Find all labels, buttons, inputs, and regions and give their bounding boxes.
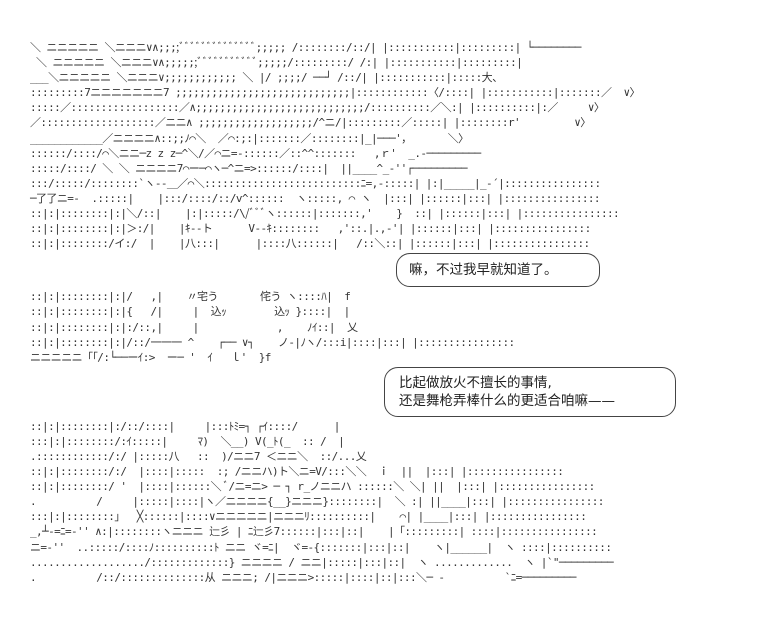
- art-line: ::|:|::::::::|:|＼/::| |:|:::::/\/ﾞﾞﾞヽ:::…: [30, 207, 620, 221]
- art-line: ニニニニニ「「/:└──ーｲ:> ー─ ' ｲ ｌ' }f: [30, 350, 271, 364]
- art-line: ::::::/::::/⌒＼ニニ─z z z─^＼/／⌒ニ=-::::::／::…: [30, 146, 481, 160]
- art-line: ::|:|::::::::|:|/ ,| 〃宅う 侘う ヽ::::ﾊ| f: [30, 290, 351, 304]
- art-line: . / |:::::|::::|ヽ／ニニニニ{__}ニニニ}::::::::| …: [30, 495, 604, 509]
- art-line: ::|:|::::::::|:|/::/一一一 ^ ┌── ∨┐ ノ-|ﾉヽ/:…: [30, 335, 515, 349]
- speech-bubble-1: 嘛，不过我早就知道了。: [396, 253, 600, 288]
- art-line: :::::／::::::::::::::::::／∧;;;;;;;;;;;;;;…: [30, 101, 605, 115]
- art-line: ::|:|::::::::/:/ |::::|::::: :; /ニニハ)ト＼ニ…: [30, 465, 564, 479]
- art-line: .................../:::::::::::::} ニニニニ …: [30, 555, 614, 569]
- art-line: ::|:|::::::::|:|:/::,| | , ﾉｲ::| 乂: [30, 320, 358, 334]
- art-line: :::|:|::::::::/:ｲ:::::| ﾏ) ＼__) V(_ﾄ(_ :…: [30, 434, 345, 448]
- art-line: _,┴-=ﾆ=-'' ∧:|::::::::ヽニニニ 辷彡 | ﾆ辷彡7::::…: [30, 525, 598, 539]
- ascii-art: ＼ ニニニニニ ＼ニニニ∨∧;;;;ﾞﾞﾞﾞﾞﾞﾞﾞﾞﾞﾞﾞﾞﾞ;;;;; /:…: [30, 40, 676, 585]
- art-line: ____________／ニニニニ∧::;;ﾉ⌒＼ ／⌒:;:|:::::::／…: [30, 131, 469, 145]
- art-line: ／:::::::::::::::::::／ニニ∧ ;;;;;;;;;;;;;;;…: [30, 116, 591, 130]
- art-line: ::|:|::::::::|:|{ /| | 込ｯ 込ｯ }::::| |: [30, 305, 350, 319]
- art-line: .::::::::::::/:/ |:::::八 :: )/ニニ7 ＜ニニ＼ :…: [30, 449, 367, 463]
- speech-text: 嘛，不过我早就知道了。: [409, 262, 558, 279]
- art-line: ::|:|::::::::/イ:/ | |八:::| |::::八::::::|…: [30, 237, 590, 251]
- art-line: ＼ ニニニニニ ＼ニニニ∨∧;;;;;;ﾞﾞﾞﾞﾞﾞﾞﾞﾞﾞﾞ;;;;;/:::…: [30, 56, 523, 70]
- art-line: ::|:|::::::::/ ' |::::|::::::＼ ﾞ/ニ=ニ> ─ …: [30, 480, 595, 494]
- speech-text: 比起做放火不擅长的事情, 还是舞枪弄棒什么的更适合咱嘛——: [399, 374, 661, 410]
- speech-line: 比起做放火不擅长的事情,: [399, 374, 552, 391]
- art-line: . /::/::::::::::::::从 ニニニ; /|ニニニ>:::::|:…: [30, 570, 576, 584]
- art-line: :::::::::7ニニニニニニニ7 ;;;;;;;;;;;;;;;;;;;;;…: [30, 86, 641, 100]
- speech-bubble-2: 比起做放火不擅长的事情, 还是舞枪弄棒什么的更适合咱嘛——: [384, 366, 676, 417]
- art-line: ___＼ニニニニニ ＼ニニニ∨;;;;;;;;;;;; ＼ |/ ;;;;/ ─…: [30, 71, 503, 85]
- art-line: ニ=-'' ..:::::/::::ﾉ::::::::::ﾄ ニニ ヾ=ﾆ| ヾ…: [30, 540, 612, 554]
- art-line: ::|:|::::::::|:/::/::::| |:::ﾄﾐ=┐ ┌ｲ::::…: [30, 419, 340, 433]
- art-line: ::|:|::::::::|:|＞:/| |ｷ--ト V--ｷ:::::::: …: [30, 222, 591, 236]
- art-line: :::::/::::/ ＼ ＼ ニニニニ7⌒ー─⌒ヽ─^ニ=>::::::/::…: [30, 161, 467, 175]
- art-line: :::/:::::/::::::::`ヽ--＿／⌒＼::::::::::::::…: [30, 176, 601, 190]
- speech-line: 还是舞枪弄棒什么的更适合咱嘛——: [399, 392, 615, 409]
- art-line: ─了了ニ=- .:::::| |:::/::::/::/v^:::::: ヽ::…: [30, 191, 601, 205]
- art-line: :::|:|::::::::」 ╳::::::|::::∨ニニニニニ|ニニニﾘ:…: [30, 510, 587, 524]
- art-line: ＼ ニニニニニ ＼ニニニ∨∧;;;;ﾞﾞﾞﾞﾞﾞﾞﾞﾞﾞﾞﾞﾞﾞ;;;;; /:…: [30, 41, 581, 54]
